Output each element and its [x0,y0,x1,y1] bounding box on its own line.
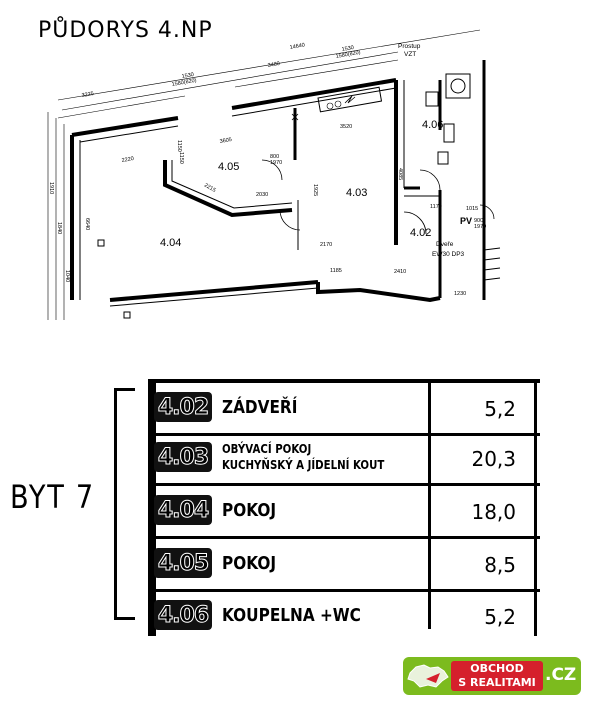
dim-label: 1040 [64,270,70,282]
room-label-4-04: 4.04 [160,237,181,249]
dim-label: 1970 [474,224,486,230]
room-code: 4.02 [154,392,212,422]
table-row: 4.04 POKOJ 18,0 [148,486,540,539]
room-table: 4.02 ZÁDVEŘÍ 5,2 4.03 OBÝVACÍ POKOJ KUCH… [148,379,540,636]
dim-label: 14640 [289,42,305,51]
room-name: ZÁDVEŘÍ [222,397,298,418]
dim-label: 900 [474,218,483,224]
room-code: 4.05 [154,548,212,578]
room-area: 18,0 [471,500,516,524]
logo-suffix: .CZ [545,665,577,685]
table-column-divider [428,379,431,629]
room-name: KOUPELNA +WC [222,605,361,626]
czech-map-icon [407,664,449,688]
plan-notes: Prostup VZT PV Dveře EW30 DP3 [398,43,472,258]
room-area: 5,2 [484,397,516,421]
logo-line2: S REALITAMI [458,676,536,689]
dim-label: 6640 [84,218,90,230]
dim-label: 1925 [312,184,318,196]
dim-label: 1015 [466,206,478,212]
note-dvere: Dveře [436,241,454,248]
note-pv: PV [460,216,472,226]
table-row: 4.06 KOUPELNA +WC 5,2 [148,591,540,641]
room-code: 4.04 [154,495,212,525]
room-label-4-02: 4.02 [410,227,431,239]
dim-label: 4085 [397,168,403,180]
table-row: 4.02 ZÁDVEŘÍ 5,2 [148,379,540,436]
room-code: 4.06 [154,600,212,630]
room-code: 4.03 [154,442,212,472]
dim-label: 2215 [203,183,217,194]
dim-label: 1580(820) [171,78,197,88]
room-name: POKOJ [222,500,277,521]
dim-label: 3520 [340,124,352,130]
note-prostup: Prostup [398,43,421,50]
dim-label: 1840 [56,222,62,234]
dim-label: 2410 [394,269,406,275]
room-area: 5,2 [484,605,516,629]
dim-label: 3480 [267,61,280,69]
dim-label: 1970 [270,160,282,166]
table-row: 4.05 POKOJ 8,5 [148,539,540,592]
logo-line1: OBCHOD [470,662,524,675]
group-bracket [114,388,135,620]
dim-label: 1170 [430,204,442,210]
dim-label: 1530 [181,72,194,80]
dimension-lines [47,29,481,320]
note-dvere-spec: EW30 DP3 [432,251,465,258]
brand-logo[interactable]: OBCHOD S REALITAMI .CZ [403,657,581,695]
byt-label: BYT 7 [10,478,95,516]
dim-label: 1150 [178,152,184,164]
room-name: OBÝVACÍ POKOJ KUCHYŇSKÝ A JÍDELNÍ KOUT [222,441,384,473]
dim-label: 2030 [256,192,268,198]
room-name: POKOJ [222,553,277,574]
dim-label: 800 [270,154,279,160]
dim-label: 3605 [219,137,232,145]
note-vzt: VZT [404,51,416,58]
room-name-line: KUCHYŇSKÝ A JÍDELNÍ KOUT [222,458,385,472]
room-area: 8,5 [484,553,516,577]
dim-label: 3225 [81,91,94,99]
dimension-labels: 3225 1530 1580(820) 14640 3480 1530 1580… [48,42,486,297]
room-label-4-03: 4.03 [346,187,367,199]
dim-label: 1530 [341,45,354,53]
room-label-4-05: 4.05 [218,161,239,173]
logo-text-box: OBCHOD S REALITAMI [451,661,543,691]
walls [70,60,501,319]
plan-title: PŮDORYS 4.NP [38,18,213,43]
table-right-border [534,379,537,636]
room-name-line: OBÝVACÍ POKOJ [222,442,312,456]
room-labels: 4.04 4.05 4.03 4.06 4.02 [160,119,443,249]
dim-label: 1910 [48,182,54,194]
table-row: 4.03 OBÝVACÍ POKOJ KUCHYŇSKÝ A JÍDELNÍ K… [148,433,540,486]
floor-plan: 3225 1530 1580(820) 14640 3480 1530 1580… [47,29,501,320]
dim-label: 1230 [454,291,466,297]
dim-label: 2170 [320,242,332,248]
room-label-4-06: 4.06 [422,119,443,131]
table-left-border [148,379,156,636]
dim-label: 2220 [121,156,134,164]
room-area: 20,3 [471,447,516,471]
dim-label: 1185 [330,268,342,274]
dim-label: 1580(820) [335,50,361,60]
dim-label: 1150 [176,140,182,152]
